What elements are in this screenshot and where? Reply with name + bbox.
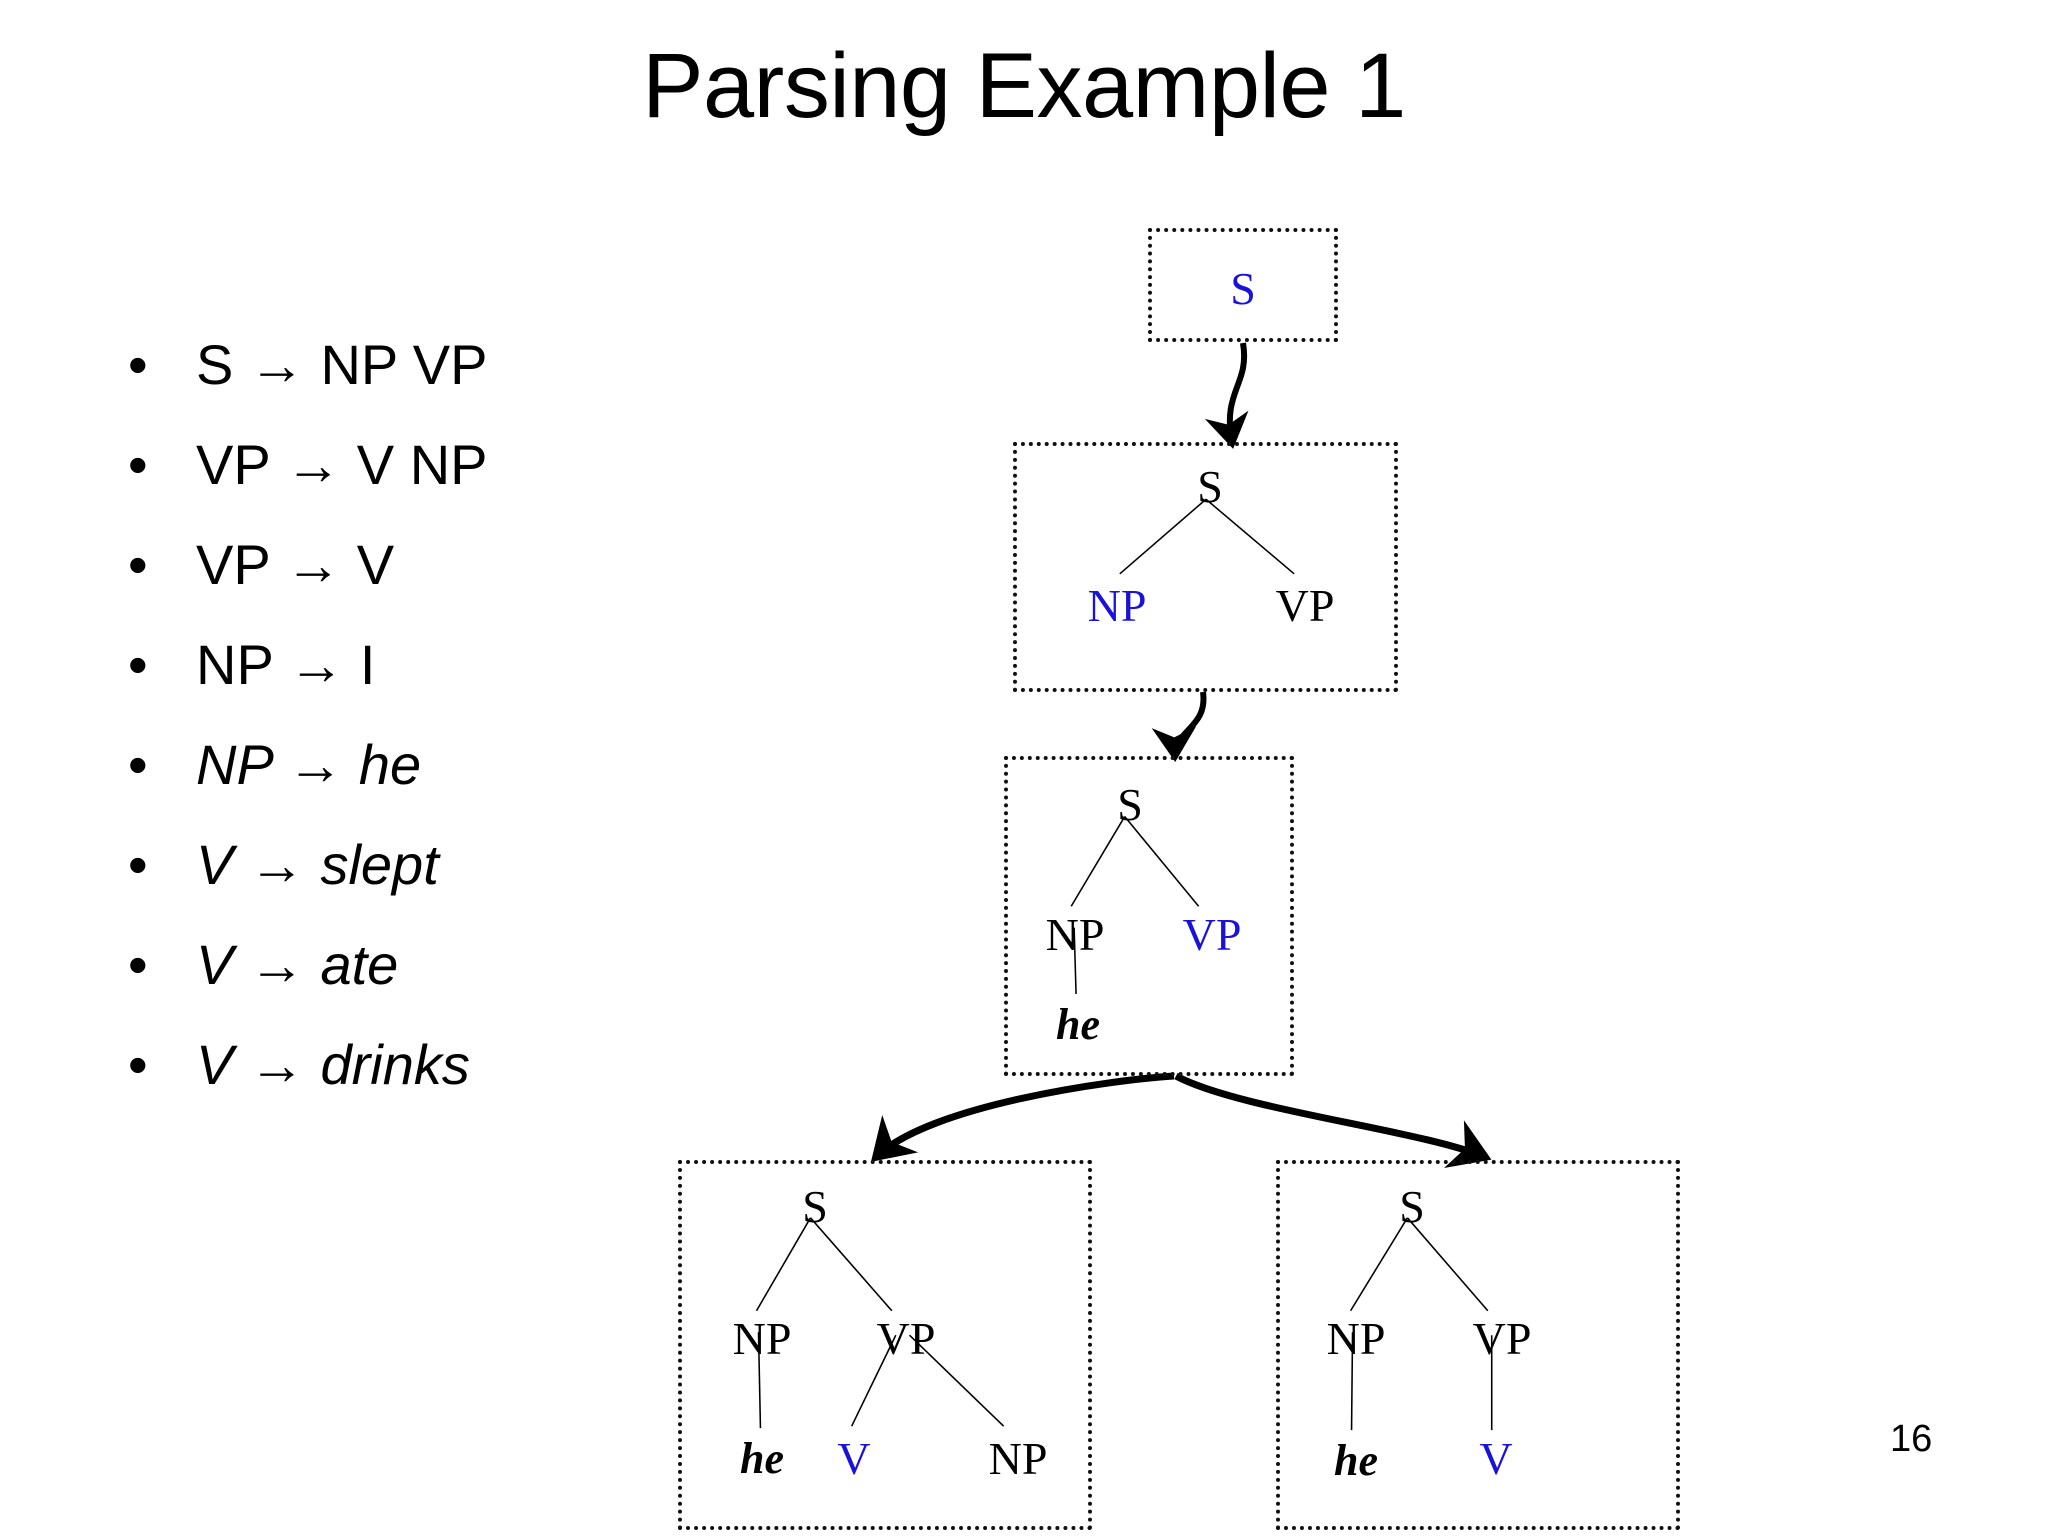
tree-node-s: S [1230, 263, 1256, 314]
bullet-icon: • [128, 333, 148, 396]
derivation-step-1: S [1148, 228, 1338, 342]
bullet-icon: • [128, 933, 148, 996]
rule-text: NP → he [196, 733, 422, 796]
tree-node-s: S [1399, 1181, 1425, 1232]
grammar-rule-list: • S → NP VP • VP → V NP • VP → V • NP → … [110, 315, 670, 1115]
list-item: • S → NP VP [110, 315, 670, 415]
arrow-step2-to-step3 [1151, 691, 1207, 762]
arrow-step3-to-step4a [870, 1072, 1175, 1162]
derivation-step-4b: S NP VP he V [1276, 1160, 1680, 1530]
tree-terminal-he: he [740, 1434, 784, 1483]
list-item: • V → slept [110, 815, 670, 915]
rule-text: VP → V NP [196, 433, 488, 496]
rule-text: V → ate [196, 933, 399, 996]
bullet-icon: • [128, 533, 148, 596]
tree-terminal-he: he [1056, 1000, 1100, 1049]
bullet-icon: • [128, 633, 148, 696]
page-number: 16 [1890, 1418, 1933, 1460]
rule-text: V → slept [196, 833, 439, 896]
bullet-icon: • [128, 1033, 148, 1096]
rule-text: NP → I [196, 633, 376, 696]
list-item: • NP → he [110, 715, 670, 815]
rule-text: V → drinks [196, 1033, 470, 1096]
tree-edges [1349, 1217, 1493, 1431]
tree-node-np: NP [732, 1313, 792, 1364]
arrow-step1-to-step2 [1204, 342, 1249, 449]
derivation-step-4a: S NP VP he V NP [678, 1160, 1092, 1530]
tree-node-s: S [1197, 461, 1223, 512]
list-item: • VP → V NP [110, 415, 670, 515]
tree-node-v: V [1479, 1433, 1513, 1484]
tree-node-vp: VP [1275, 580, 1335, 631]
list-item: • V → drinks [110, 1015, 670, 1115]
tree-node-np-object: NP [988, 1433, 1048, 1484]
tree-node-np: NP [1326, 1313, 1386, 1364]
bullet-icon: • [128, 433, 148, 496]
bullet-icon: • [128, 833, 148, 896]
rule-text: VP → V [196, 533, 395, 596]
tree-edges [1070, 816, 1200, 995]
tree-node-vp: VP [876, 1313, 936, 1364]
tree-terminal-he: he [1334, 1436, 1378, 1485]
tree-edges [755, 1217, 1005, 1429]
derivation-step-3: S NP VP he [1004, 756, 1294, 1076]
tree-node-s: S [1117, 779, 1143, 830]
tree-node-vp: VP [1182, 909, 1242, 960]
tree-node-np: NP [1045, 909, 1105, 960]
list-item: • NP → I [110, 615, 670, 715]
tree-node-np: NP [1087, 580, 1147, 631]
bullet-icon: • [128, 733, 148, 796]
rule-text: S → NP VP [196, 333, 488, 396]
tree-node-v: V [837, 1433, 871, 1484]
derivation-step-2: S NP VP [1013, 442, 1398, 692]
tree-node-s: S [802, 1181, 828, 1232]
page-title: Parsing Example 1 [642, 35, 1406, 137]
tree-edges [1119, 498, 1295, 575]
list-item: • V → ate [110, 915, 670, 1015]
list-item: • VP → V [110, 515, 670, 615]
arrow-step3-to-step4b [1174, 1072, 1492, 1169]
tree-node-vp: VP [1472, 1313, 1532, 1364]
